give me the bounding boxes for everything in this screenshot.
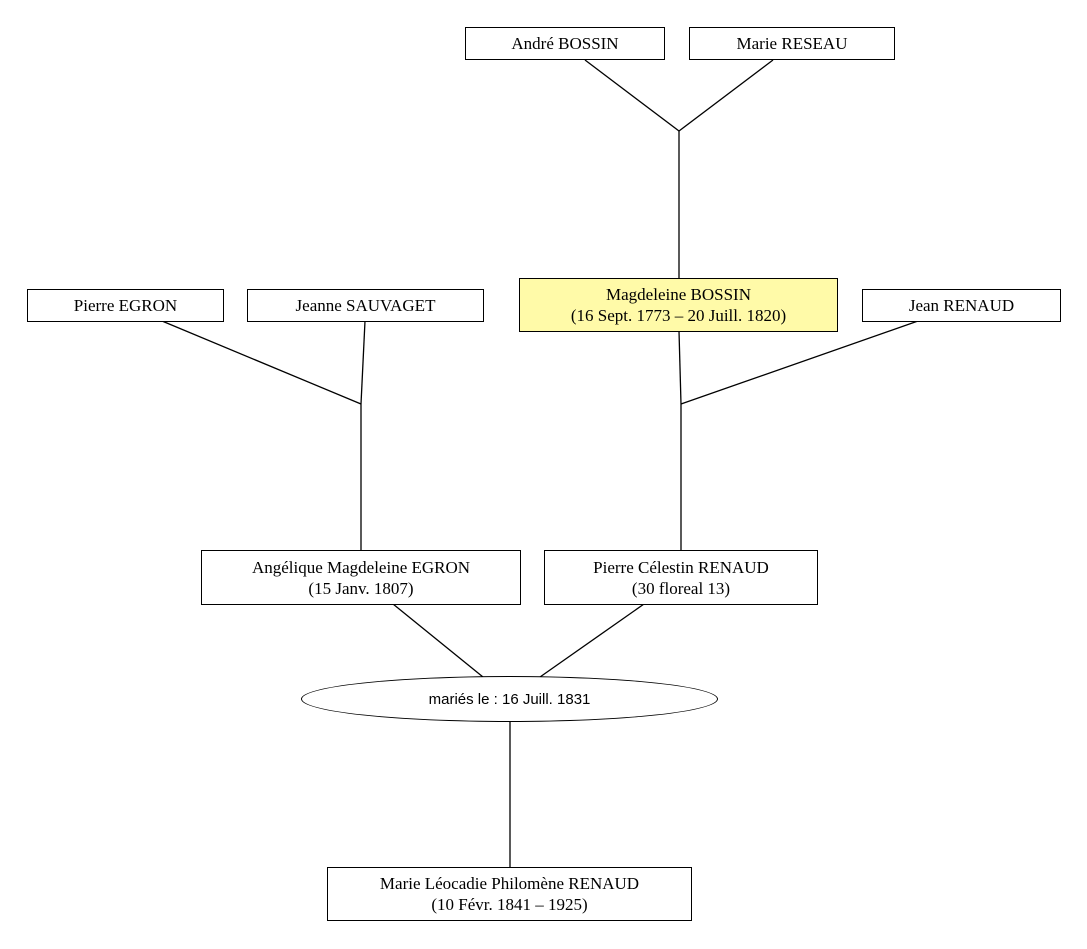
connector-marie-reseau <box>678 59 774 132</box>
person-dates: (16 Sept. 1773 – 20 Juill. 1820) <box>570 306 787 325</box>
person-jean-renaud[interactable]: Jean RENAUD <box>862 289 1061 322</box>
person-angelique-egron[interactable]: Angélique Magdeleine EGRON (15 Janv. 180… <box>201 550 521 605</box>
connector-pierre-celestin-to-marriage <box>539 603 645 678</box>
person-marie-leocadie-renaud[interactable]: Marie Léocadie Philomène RENAUD (10 Févr… <box>327 867 692 921</box>
connector-andre-bossin <box>584 59 680 132</box>
person-name: Angélique Magdeleine EGRON <box>251 557 471 577</box>
person-name: André BOSSIN <box>511 34 619 53</box>
person-pierre-celestin-renaud[interactable]: Pierre Célestin RENAUD (30 floreal 13) <box>544 550 818 605</box>
person-magdeleine-bossin[interactable]: Magdeleine BOSSIN (16 Sept. 1773 – 20 Ju… <box>519 278 838 332</box>
person-andre-bossin[interactable]: André BOSSIN <box>465 27 665 60</box>
connector-magdeleine-bossin <box>678 330 682 405</box>
person-marie-reseau[interactable]: Marie RESEAU <box>689 27 895 60</box>
connector-jean-renaud <box>680 320 919 405</box>
person-name: Jean RENAUD <box>908 296 1015 315</box>
connector-pierre-egron <box>161 320 362 405</box>
person-jeanne-sauvaget[interactable]: Jeanne SAUVAGET <box>247 289 484 322</box>
person-pierre-egron[interactable]: Pierre EGRON <box>27 289 224 322</box>
person-name: Pierre Célestin RENAUD <box>593 557 769 577</box>
marriage-node[interactable]: mariés le : 16 Juill. 1831 <box>301 676 718 722</box>
person-dates: (15 Janv. 1807) <box>308 578 414 598</box>
person-name: Magdeleine BOSSIN <box>606 285 751 304</box>
marriage-label: mariés le : 16 Juill. 1831 <box>428 690 591 708</box>
connector-angelique-to-marriage <box>392 603 484 678</box>
person-dates: (10 Févr. 1841 – 1925) <box>431 895 588 914</box>
person-name: Jeanne SAUVAGET <box>295 296 436 315</box>
connector-jeanne-sauvaget <box>360 320 366 405</box>
person-name: Marie RESEAU <box>736 34 848 53</box>
person-name: Pierre EGRON <box>73 296 178 315</box>
person-name: Marie Léocadie Philomène RENAUD <box>379 874 640 893</box>
person-dates: (30 floreal 13) <box>631 578 731 598</box>
